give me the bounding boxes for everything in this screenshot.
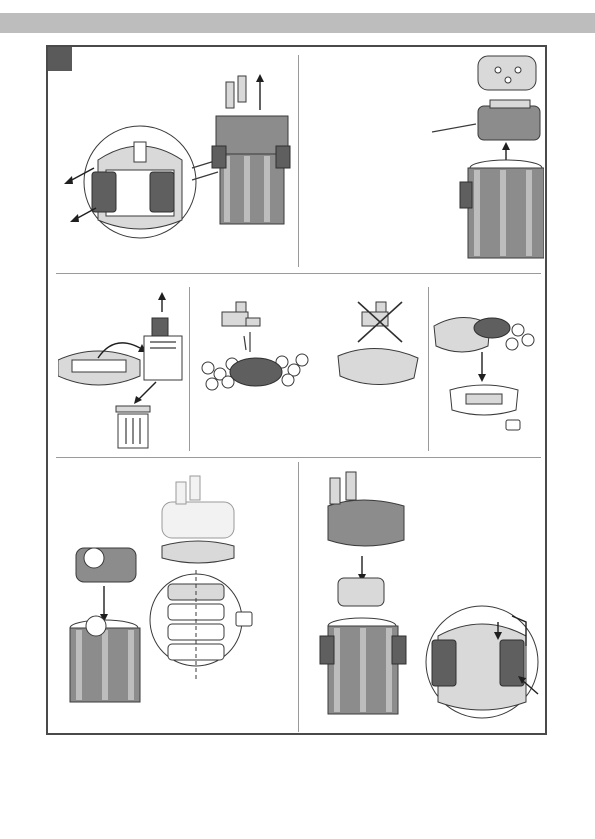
arrow-down-icon [100,586,108,622]
stacked-baskets-icon [150,570,242,680]
filter-pad-icon [144,318,182,380]
panel-remove-clips-and-lid [58,60,296,265]
sponge-plate-icon [478,56,536,90]
basket-icon [76,548,136,582]
canister-icon [70,616,140,702]
arrow-up-icon [158,292,166,312]
panel-reload-basket [432,300,542,448]
note-box-icon [506,420,520,430]
lid-icon [328,472,404,546]
water-drops-icon [244,332,250,352]
media-stack-icon [434,317,534,352]
canister-icon [460,160,544,258]
sponge-plate-icon [162,541,234,563]
divider-v-mid-1 [189,287,190,451]
note-box-icon [236,612,252,626]
panel-close-and-clip [302,466,542,732]
trash-bin-icon [116,406,150,448]
panel-lift-basket [300,50,544,268]
filter-pad-icon [338,348,418,384]
divider-v-bottom [298,462,299,732]
divider-h-2 [56,457,541,458]
arrow-icon [134,382,156,404]
arrow-down-icon [478,352,486,382]
basket-icon [478,100,540,140]
tap-icon [222,302,260,326]
canister-icon [320,618,406,714]
canister-icon [212,76,290,224]
panel-discard-fine-pad [58,290,186,452]
divider-v-mid-2 [428,287,429,451]
sponge-plate-icon [338,578,384,606]
basket-icon [450,385,518,415]
header-band [0,13,595,33]
sponge-icon [230,358,282,386]
panel-reassemble-basket [58,466,296,734]
tap-crossed-icon [358,302,402,342]
panel-rinse-media [192,292,312,442]
lid-icon [162,476,234,538]
divider-h-1 [56,273,541,274]
arrow-up-icon [256,74,264,110]
panel-do-not-rinse-fine-pad [326,292,426,442]
divider-v-top [298,55,299,267]
